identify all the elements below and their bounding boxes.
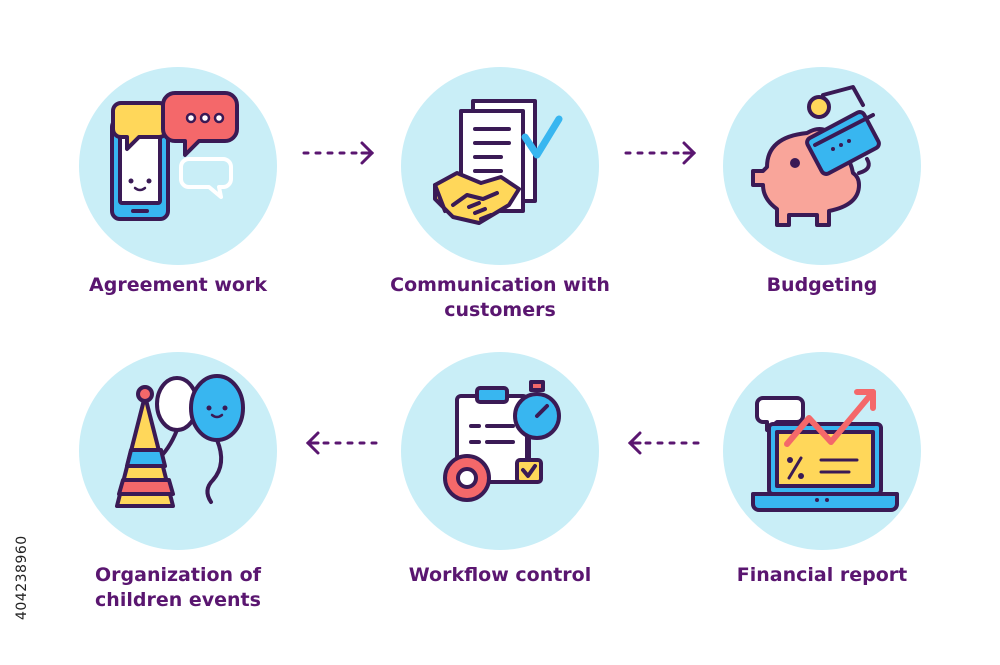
flow-arrow-left [627,431,700,455]
clipboard-gear-stopwatch-icon [443,380,561,502]
step-label-financial: Financial report [692,563,952,588]
flow-arrow-right [624,141,697,165]
piggy-bank-card-icon [751,85,881,227]
flow-arrow-right [302,141,375,165]
step-label-workflow: Workflow control [370,563,630,588]
laptop-growth-chart-icon [751,389,899,512]
step-label-budgeting: Budgeting [692,273,952,298]
stock-id-text: 404238960 [14,535,30,620]
step-label-children: Organization of children events [48,563,308,613]
stock-id-watermark: 404238960 [12,420,32,620]
label-line: Communication with [390,274,610,296]
children-circle [79,352,277,550]
step-label-agreement: Agreement work [48,273,308,298]
documents-handshake-icon [433,99,563,225]
label-line: children events [95,589,261,611]
budgeting-circle [723,67,921,265]
label-line: Agreement work [89,274,267,296]
communication-circle [401,67,599,265]
label-line: Workflow control [408,564,592,586]
label-line: Organization of [95,564,261,586]
label-line: customers [444,299,556,321]
workflow-circle [401,352,599,550]
financial-circle [723,352,921,550]
label-line: Budgeting [766,274,878,296]
step-label-communication: Communication with customers [370,273,630,323]
agreement-circle [79,67,277,265]
flow-arrow-left [305,431,378,455]
label-line: Financial report [736,564,908,586]
party-hat-balloons-icon [115,374,245,508]
smartphone-chat-icon [110,91,239,221]
